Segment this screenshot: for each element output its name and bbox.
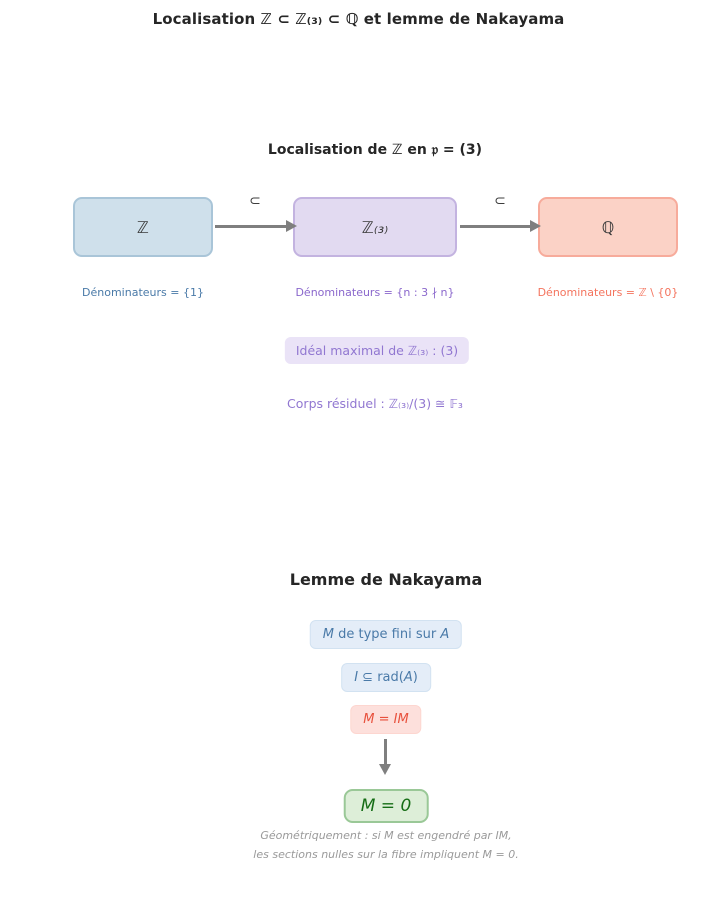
hypothesis-finite-m: M (322, 627, 334, 642)
implication-arrow (384, 739, 387, 765)
ring-label-z3: ℤ₍₃₎ (361, 217, 389, 237)
geometric-note-line2: les sections nulles sur la fibre impliqu… (253, 848, 519, 861)
denominators-label-z3: Dénominateurs = {n : 3 ∤ n} (295, 286, 455, 299)
nakayama-conclusion-box: M = 0 (343, 789, 429, 823)
denominators-label-z: Dénominateurs = {1} (82, 286, 204, 299)
nakayama-heading: Lemme de Nakayama (289, 570, 483, 589)
nakayama-hypothesis-radical: I ⊆ rad(A) (341, 663, 431, 692)
inclusion-arrow-z-to-z3 (215, 225, 287, 228)
hypothesis-radical-i: I (354, 670, 359, 685)
hypothesis-finite-a: A (440, 627, 450, 642)
page-title: Localisation ℤ ⊂ ℤ₍₃₎ ⊂ ℚ et lemme de Na… (152, 10, 565, 28)
inclusion-arrow-z3-to-q (460, 225, 531, 228)
localisation-subtitle: Localisation de ℤ en 𝔭 = (3) (267, 142, 483, 158)
hypothesis-radical-mid: ⊆ rad( (358, 670, 404, 685)
nakayama-hypothesis-finite: M de type fini sur A (309, 620, 463, 649)
denominators-label-q: Dénominateurs = ℤ \ {0} (537, 286, 679, 299)
ring-box-q: ℚ (538, 197, 678, 257)
ring-box-z3: ℤ₍₃₎ (293, 197, 457, 257)
inclusion-arrowhead-z-to-z3 (286, 220, 297, 232)
inclusion-arrowhead-z3-to-q (530, 220, 541, 232)
hypothesis-finite-mid: de type fini sur (333, 627, 441, 642)
residue-field-text: Corps résiduel : ℤ₍₃₎/(3) ≅ 𝔽₃ (287, 396, 463, 411)
hypothesis-radical-close: ) (412, 670, 418, 685)
nakayama-hypothesis-equality: M = IM (350, 705, 422, 734)
hypothesis-radical-a: A (403, 670, 413, 685)
ring-label-z: ℤ (137, 217, 149, 237)
ring-label-q: ℚ (601, 217, 615, 237)
maximal-ideal-badge: Idéal maximal de ℤ₍₃₎ : (3) (284, 337, 470, 364)
subset-symbol-2: ⊂ (494, 193, 506, 209)
subset-symbol-1: ⊂ (249, 193, 261, 209)
implication-arrowhead (379, 764, 391, 775)
geometric-note-line1: Géométriquement : si M est engendré par … (260, 829, 512, 842)
ring-box-z: ℤ (73, 197, 213, 257)
